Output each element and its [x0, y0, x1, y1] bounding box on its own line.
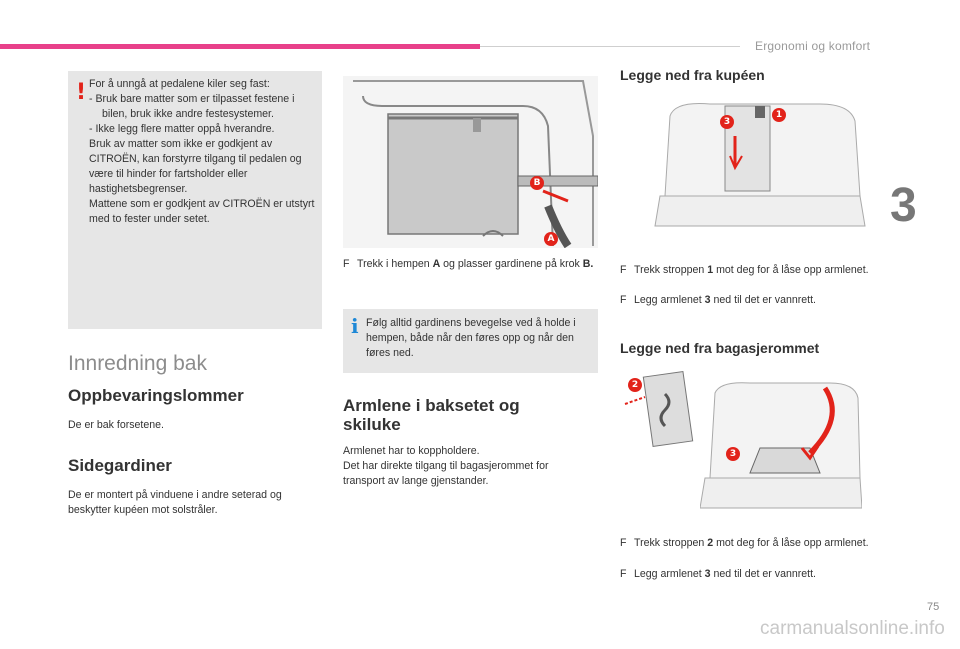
section-title: Ergonomi og komfort	[755, 39, 871, 53]
label-3-badge: 3	[726, 447, 740, 461]
label-a-badge: A	[544, 232, 558, 246]
bullet-mark: F	[343, 258, 350, 270]
sun-curtain-illustration	[343, 76, 598, 248]
warning-item: - Bruk bare matter som er tilpasset fest…	[89, 93, 295, 120]
warning-item: - Ikke legg flere matter oppå hverandre.	[89, 123, 275, 135]
section-heading: Innredning bak	[68, 352, 207, 375]
cabin-heading: Legge ned fra kupéen	[620, 67, 765, 83]
rear-seat-boot-illustration	[700, 378, 862, 518]
label-3-badge: 3	[720, 115, 734, 129]
curtains-heading: Sidegardiner	[68, 456, 172, 475]
info-box	[343, 309, 598, 373]
rear-seat-cabin-illustration	[650, 96, 870, 256]
warning-paragraph: Mattene som er godkjent av CITROËN er ut…	[89, 198, 315, 225]
storage-text: De er bak forsetene.	[68, 419, 164, 431]
armrest-line: Armlenet har to koppholdere.	[343, 445, 480, 457]
curtains-text: De er montert på vinduene i andre setera…	[68, 489, 282, 516]
header-rule	[480, 46, 740, 47]
warning-intro: For å unngå at pedalene kiler seg fast:	[89, 78, 270, 90]
watermark: carmanualsonline.info	[760, 618, 945, 639]
info-text: Følg alltid gardinens bevegelse ved å ho…	[366, 317, 576, 359]
header-accent-bar	[0, 44, 480, 49]
page-number: 75	[927, 601, 940, 613]
armrest-heading: Armlene i baksetet og skiluke	[343, 396, 520, 434]
warning-text: For å unngå at pedalene kiler seg fast: …	[89, 77, 319, 227]
warning-paragraph: Bruk av matter som ikke er godkjent av C…	[89, 138, 302, 195]
warning-icon: !	[76, 80, 87, 105]
warning-box	[68, 71, 322, 329]
storage-heading: Oppbevaringslommer	[68, 386, 244, 405]
armrest-text: Armlenet har to koppholdere. Det har dir…	[343, 444, 593, 489]
boot-heading: Legge ned fra bagasjerommet	[620, 340, 820, 356]
label-1-badge: 1	[772, 108, 786, 122]
label-b-badge: B	[530, 176, 544, 190]
chapter-number: 3	[890, 179, 917, 232]
armrest-line: Det har direkte tilgang til bagasjeromme…	[343, 460, 549, 487]
info-icon: i	[351, 314, 359, 338]
label-2-badge: 2	[628, 378, 642, 392]
